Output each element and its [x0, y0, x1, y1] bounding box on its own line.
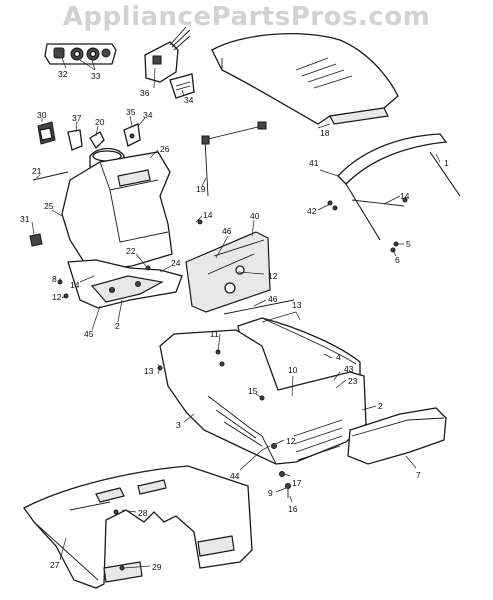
callout-19: 19	[196, 184, 206, 194]
callout-24: 24	[171, 258, 181, 268]
lower-step-plate	[67, 259, 183, 309]
headlamp	[37, 121, 56, 145]
callout-20: 20	[95, 117, 105, 127]
callout-45: 45	[84, 329, 94, 339]
callout-13a: 13	[292, 300, 302, 310]
leader-lines	[31, 57, 441, 569]
callout-33: 33	[91, 71, 101, 81]
bumper-cap	[347, 407, 447, 465]
callout-30: 30	[37, 110, 47, 120]
ignition-bracket	[144, 26, 195, 99]
callout-44: 44	[230, 471, 240, 481]
callout-14c: 14	[400, 191, 410, 201]
callout-41: 41	[309, 158, 319, 168]
callout-26: 26	[160, 144, 170, 154]
callout-15: 15	[248, 386, 258, 396]
hood	[211, 33, 399, 125]
callout-34b: 34	[143, 110, 153, 120]
callout-14a: 14	[203, 210, 213, 220]
front-bumper-bar	[327, 133, 461, 253]
callout-23: 23	[348, 376, 358, 386]
mount-clip	[29, 233, 43, 247]
callout-34a: 34	[184, 95, 194, 105]
callout-10: 10	[288, 365, 298, 375]
fender-deck	[23, 465, 253, 589]
switch-plate	[44, 43, 117, 65]
callout-37: 37	[72, 113, 82, 123]
callouts: 32 33 36 34 18 30 37 20 35 34 26 21 19 2…	[20, 69, 449, 572]
small-hardware	[67, 123, 141, 151]
callout-18: 18	[320, 128, 330, 138]
callout-6: 6	[395, 255, 400, 265]
callout-46b: 46	[268, 294, 278, 304]
support-rod	[32, 171, 69, 181]
callout-7: 7	[416, 470, 421, 480]
callout-12c: 12	[286, 436, 296, 446]
callout-46a: 46	[222, 226, 232, 236]
callout-40: 40	[250, 211, 260, 221]
callout-14b: 14	[70, 280, 80, 290]
callout-29: 29	[152, 562, 162, 572]
callout-31: 31	[20, 214, 30, 224]
callout-5: 5	[406, 239, 411, 249]
throttle-cable	[201, 121, 267, 197]
dash-tower	[61, 147, 173, 271]
dash-panel	[185, 231, 295, 315]
callout-28: 28	[138, 508, 148, 518]
callout-11: 11	[210, 329, 219, 339]
callout-17: 17	[292, 478, 302, 488]
watermark: AppliancePartsPros.com	[62, 2, 431, 32]
callout-43: 43	[344, 364, 354, 374]
callout-25: 25	[44, 201, 54, 211]
callout-13b: 13	[144, 366, 154, 376]
callout-32: 32	[58, 69, 68, 79]
callout-22: 22	[126, 246, 136, 256]
callout-12b: 12	[268, 271, 278, 281]
callout-35: 35	[126, 107, 136, 117]
callout-42: 42	[307, 206, 317, 216]
callout-4: 4	[336, 352, 341, 362]
callout-3: 3	[176, 420, 181, 430]
callout-2a: 2	[115, 321, 120, 331]
callout-1: 1	[444, 158, 449, 168]
callout-12a: 12	[52, 292, 62, 302]
fastener	[285, 483, 291, 498]
callout-8: 8	[52, 274, 57, 284]
callout-16: 16	[288, 504, 298, 514]
callout-36: 36	[140, 88, 150, 98]
callout-9: 9	[268, 488, 273, 498]
callout-21: 21	[32, 166, 42, 176]
callout-2b: 2	[378, 401, 383, 411]
callout-27: 27	[50, 560, 60, 570]
